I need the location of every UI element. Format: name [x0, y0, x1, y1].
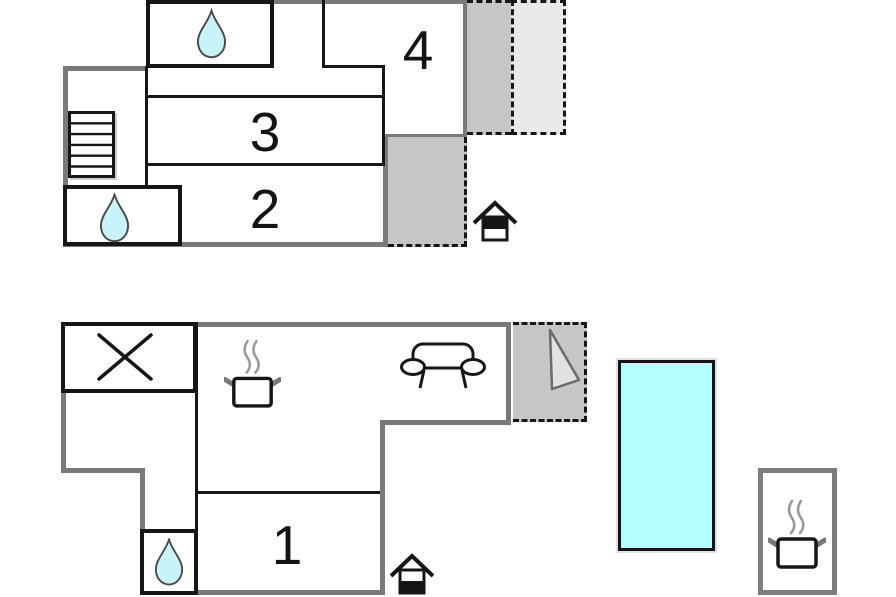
- wall-segment: [385, 134, 467, 139]
- wall-segment: [148, 95, 385, 98]
- balcony-upper-2: [511, 0, 566, 135]
- wall-segment: [380, 420, 385, 595]
- pool: [616, 358, 717, 553]
- room-label-4: 4: [402, 18, 434, 81]
- awning-triangle-icon: [548, 328, 581, 391]
- floor-indicator-ground-icon: [389, 553, 435, 595]
- wall-segment: [146, 0, 467, 4]
- terrace-ground: [513, 322, 587, 422]
- wall-segment: [140, 468, 145, 533]
- wall-segment: [195, 322, 198, 595]
- cooking-pot-icon: [768, 499, 826, 569]
- wall-segment: [61, 468, 145, 473]
- water-drop-icon: [99, 193, 130, 243]
- wall-segment: [198, 491, 380, 494]
- sofa-icon: [400, 342, 486, 389]
- wall-segment: [197, 322, 510, 327]
- wall-segment: [63, 66, 68, 190]
- wall-segment: [63, 242, 385, 247]
- wall-segment: [380, 420, 511, 425]
- wall-segment: [383, 137, 388, 247]
- wall-segment: [61, 390, 66, 473]
- closet-room: [61, 322, 197, 393]
- water-drop-icon: [196, 8, 227, 59]
- wall-segment: [148, 163, 385, 166]
- wall-segment: [382, 65, 385, 166]
- wall-segment: [145, 66, 148, 187]
- balcony-upper-1: [467, 0, 511, 135]
- wall-segment: [197, 590, 385, 595]
- cooking-pot-icon: [224, 339, 281, 408]
- room-label-3: 3: [249, 100, 281, 163]
- room-label-1: 1: [271, 513, 303, 576]
- cross-icon: [97, 333, 153, 381]
- wall-segment: [63, 66, 148, 71]
- wall-segment: [322, 0, 325, 68]
- wall-segment: [506, 322, 511, 425]
- wall-segment: [463, 0, 467, 139]
- wall-segment: [322, 65, 385, 68]
- stairs-icon: [68, 111, 115, 178]
- terrace-upper: [388, 137, 467, 247]
- outdoor-kitchen-hut: [758, 468, 837, 595]
- water-drop-icon: [154, 538, 184, 586]
- floor-indicator-upper-icon: [472, 200, 518, 242]
- room-label-2: 2: [249, 177, 281, 240]
